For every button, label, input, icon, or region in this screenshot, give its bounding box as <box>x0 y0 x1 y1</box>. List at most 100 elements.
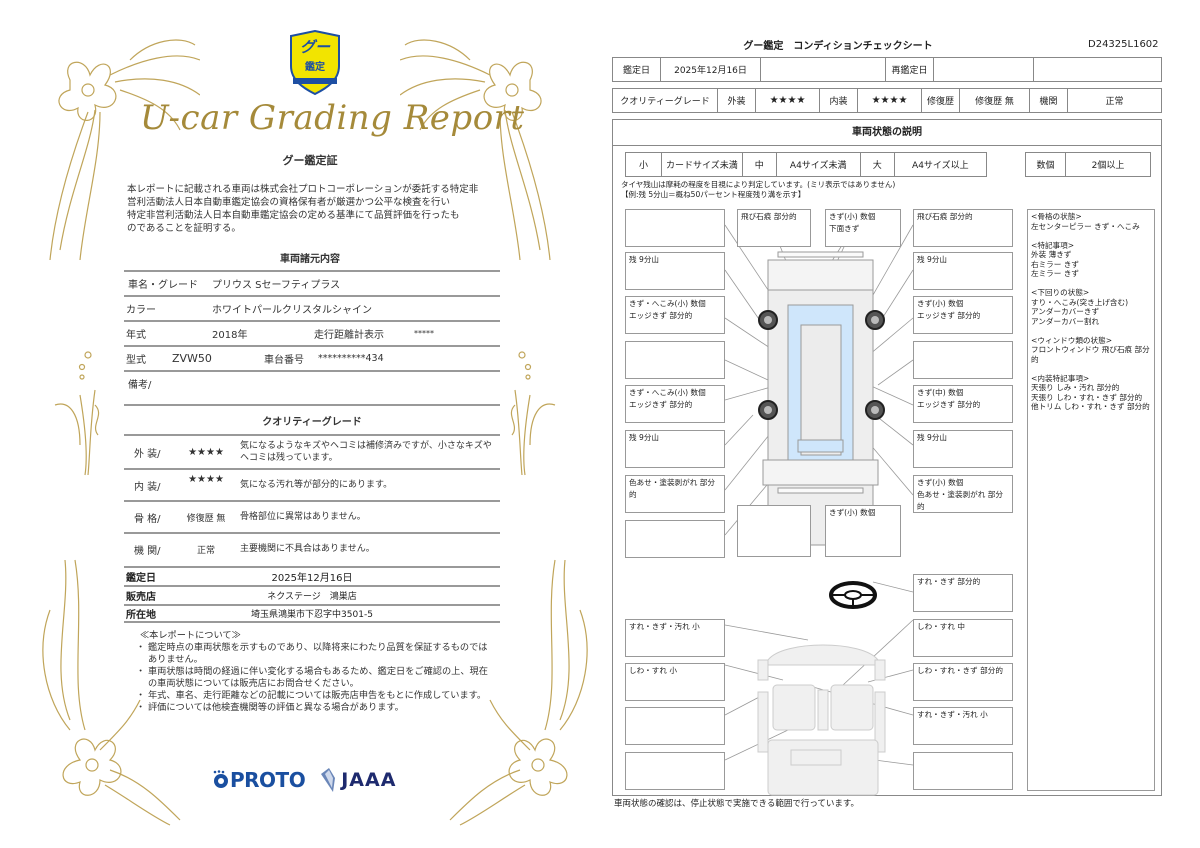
chassis-value: **********434 <box>318 353 384 364</box>
jaaa-logo: JAAA <box>319 768 396 792</box>
exterior-box-right-6: 残 9分山 <box>913 430 1013 468</box>
engine-status: 正常 <box>1067 88 1162 113</box>
special-notes: <骨格の状態> 左センターピラー きず・へこみ <特記事項> 外装 薄きず 右ミ… <box>1027 209 1155 791</box>
proto-mark-icon <box>213 770 228 788</box>
report-title: U-car Grading Report <box>140 98 525 138</box>
interior-box-left-1: すれ・きず・汚れ 小 <box>625 619 725 657</box>
notice-item: 年式、車名、走行距離などの記載については販売店申告をもとに作成しています。 <box>136 690 496 702</box>
ornament-right-sprig-icon <box>510 351 556 476</box>
spec-row-color: カラー ホワイトパールクリスタルシャイン <box>124 295 500 320</box>
interior-box-left-2: しわ・すれ 小 <box>625 663 725 701</box>
sheet-id: D24325L1602 <box>1088 39 1159 50</box>
exterior-box-right-1: 飛び石痕 部分的 <box>913 209 1013 247</box>
notice-item: 車両状態は時間の経過に伴い変化する場合もあるため、鑑定日をご確認の上、現在の車両… <box>136 666 496 690</box>
year-label: 年式 <box>126 330 146 341</box>
shop-address: 埼玉県鴻巣市下忍字中3501-5 <box>251 610 373 620</box>
ornament-left-sprig-icon <box>54 351 100 476</box>
spec-row-year: 年式 2018年 走行距離計表示 ***** <box>124 320 500 345</box>
logos: PROTO JAAA <box>212 768 396 792</box>
notice-title: ≪本レポートについて≫ <box>140 630 241 641</box>
condition-frame: 車両状態の説明 小 カードサイズ未満 中 A4サイズ未満 大 A4サイズ以上 数… <box>612 119 1162 796</box>
jaaa-mark-icon <box>321 768 336 792</box>
grade-row-exterior: 外 装/ ★★★★ 気になるようなキズやヘコミは補修済みですが、小さなキズやヘコ… <box>124 434 500 468</box>
grade-table: クオリティーグレード 外装 ★★★★ 内装 ★★★★ 修復歴 修復歴 無 機関 … <box>612 88 1162 113</box>
notes-underbody: <下回りの状態> すり・へこみ(突き上げ含む) アンダーカバーきず アンダーカバ… <box>1031 288 1129 326</box>
exterior-box-top-1: 飛び石痕 部分的 <box>737 209 811 247</box>
certificate-statement: 本レポートに記載される車両は株式会社プロトコーポレーションが委託する特定非 営利… <box>127 184 479 234</box>
notice-item: 鑑定時点の車両状態を示すものであり、以降将来にわたり品質を保証するものではありま… <box>136 642 496 666</box>
exterior-box-left-5: きず・へこみ(小) 数個エッジきず 部分的 <box>625 385 725 423</box>
vehicle-diagram <box>724 224 914 796</box>
appraisal-info-table: 鑑定日 2025年12月16日 販売店 ネクステージ 鴻巣店 所在地 埼玉県鴻巣… <box>124 566 500 623</box>
interior-box-left-4 <box>625 752 725 790</box>
grading-certificate: グー 鑑定 U-car Grading Report グー鑑定証 本レポートに記… <box>0 0 600 848</box>
exterior-box-left-3: きず・へこみ(小) 数個エッジきず 部分的 <box>625 296 725 334</box>
sheet-title: グー鑑定 コンディションチェックシート <box>743 41 933 52</box>
color-label: カラー <box>126 305 156 316</box>
mileage-label: 走行距離計表示 <box>314 330 384 341</box>
notes-frame: <骨格の状態> 左センターピラー きず・へこみ <box>1031 212 1140 231</box>
notice-item: 評価については他検査機関等の評価と異なる場合があります。 <box>136 702 496 714</box>
spec-row-model: 型式 ZVW50 車台番号 **********434 <box>124 345 500 370</box>
quality-grade-table: クオリティーグレード 外 装/ ★★★★ 気になるようなキズやヘコミは補修済みで… <box>124 404 500 564</box>
interior-box-right-2: しわ・すれ 中 <box>913 619 1013 657</box>
appraisal-date: 2025年12月16日 <box>660 57 761 82</box>
notes-interior: <内装特記事項> 天張り しみ・汚れ 部分的 天張り しわ・すれ・きず 部分的 … <box>1031 373 1150 412</box>
date-table: 鑑定日 2025年12月16日 再鑑定日 <box>612 57 1162 82</box>
condition-check-sheet: グー鑑定 コンディションチェックシート D24325L1602 鑑定日 2025… <box>608 0 1200 848</box>
reinspect-date <box>933 57 1034 82</box>
exterior-stars: ★★★★ <box>188 446 224 458</box>
exterior-box-left-8 <box>625 520 725 558</box>
grade-row-frame: 骨 格/ 修復歴 無 骨格部位に異常はありません。 <box>124 500 500 532</box>
interior-stars: ★★★★ <box>188 474 224 485</box>
info-row-date: 鑑定日 2025年12月16日 <box>124 566 500 585</box>
exterior-box-left-2: 残 9分山 <box>625 252 725 290</box>
model-label: 型式 <box>126 355 146 366</box>
info-row-address: 所在地 埼玉県鴻巣市下忍字中3501-5 <box>124 604 500 623</box>
interior-box-right-1: すれ・きず 部分的 <box>913 574 1013 612</box>
engine-value: 正常 <box>196 545 215 556</box>
shop-name: ネクステージ 鴻巣店 <box>267 592 357 602</box>
condition-title: 車両状態の説明 <box>613 120 1161 146</box>
color-value: ホワイトパールクリスタルシャイン <box>212 305 372 316</box>
exterior-box-bottom-2: きず(小) 数個 <box>825 505 901 557</box>
repair-history: 修復歴 無 <box>959 88 1030 113</box>
exterior-stars: ★★★★ <box>755 88 820 113</box>
spec-row-name: 車名・グレード プリウス Sセーフティプラス <box>124 270 500 295</box>
exterior-box-right-5: きず(中) 数個エッジきず 部分的 <box>913 385 1013 423</box>
proto-logo: PROTO <box>212 768 306 792</box>
interior-stars: ★★★★ <box>857 88 922 113</box>
grade-row-interior: 内 装/ ★★★★ 気になる汚れ等が部分的にあります。 <box>124 468 500 500</box>
notes-windows: <ウィンドウ類の状態> フロントウィンドウ 飛び石痕 部分的 <box>1031 335 1150 364</box>
interior-box-left-3 <box>625 707 725 745</box>
appraisal-date: 2025年12月16日 <box>271 573 353 584</box>
exterior-box-right-4 <box>913 341 1013 379</box>
interior-box-right-3: しわ・すれ・きず 部分的 <box>913 663 1013 701</box>
interior-box-right-4: すれ・きず・汚れ 小 <box>913 707 1013 745</box>
mileage-value: ***** <box>414 329 434 338</box>
exterior-box-left-6: 残 9分山 <box>625 430 725 468</box>
steering-wheel-icon <box>829 581 877 609</box>
specs-section-title: 車両諸元内容 <box>280 254 340 265</box>
year-value: 2018年 <box>212 330 248 341</box>
chassis-label: 車台番号 <box>264 355 304 366</box>
certificate-heading: グー鑑定証 <box>282 154 338 167</box>
exterior-box-right-7: きず(小) 数個色あせ・塗装剥がれ 部分的 <box>913 475 1013 513</box>
quality-title: クオリティーグレード <box>124 404 500 434</box>
remarks-label: 備考/ <box>128 380 152 391</box>
exterior-box-left-1 <box>625 209 725 247</box>
spec-row-remarks: 備考/ <box>124 370 500 395</box>
report-notice: ≪本レポートについて≫ 鑑定時点の車両状態を示すものであり、以降将来にわたり品質… <box>136 630 496 714</box>
size-legend-table: 小 カードサイズ未満 中 A4サイズ未満 大 A4サイズ以上 <box>625 152 988 177</box>
repair-history-value: 修復歴 無 <box>186 513 226 524</box>
goo-kantei-badge-icon: グー 鑑定 <box>287 29 343 96</box>
exterior-box-left-4 <box>625 341 725 379</box>
exterior-box-right-3: きず(小) 数個エッジきず 部分的 <box>913 296 1013 334</box>
exterior-box-right-2: 残 9分山 <box>913 252 1013 290</box>
exterior-box-top-2: きず(小) 数個下面きず <box>825 209 901 247</box>
model-value: ZVW50 <box>172 352 212 365</box>
interior-box-right-5 <box>913 752 1013 790</box>
notes-special: <特記事項> 外装 薄きず 右ミラー きず 左ミラー きず <box>1031 240 1079 279</box>
footer-note: 車両状態の確認は、停止状態で実施できる範囲で行っています。 <box>614 799 860 809</box>
vehicle-specs-table: 車名・グレード プリウス Sセーフティプラス カラー ホワイトパールクリスタルシ… <box>124 270 500 395</box>
